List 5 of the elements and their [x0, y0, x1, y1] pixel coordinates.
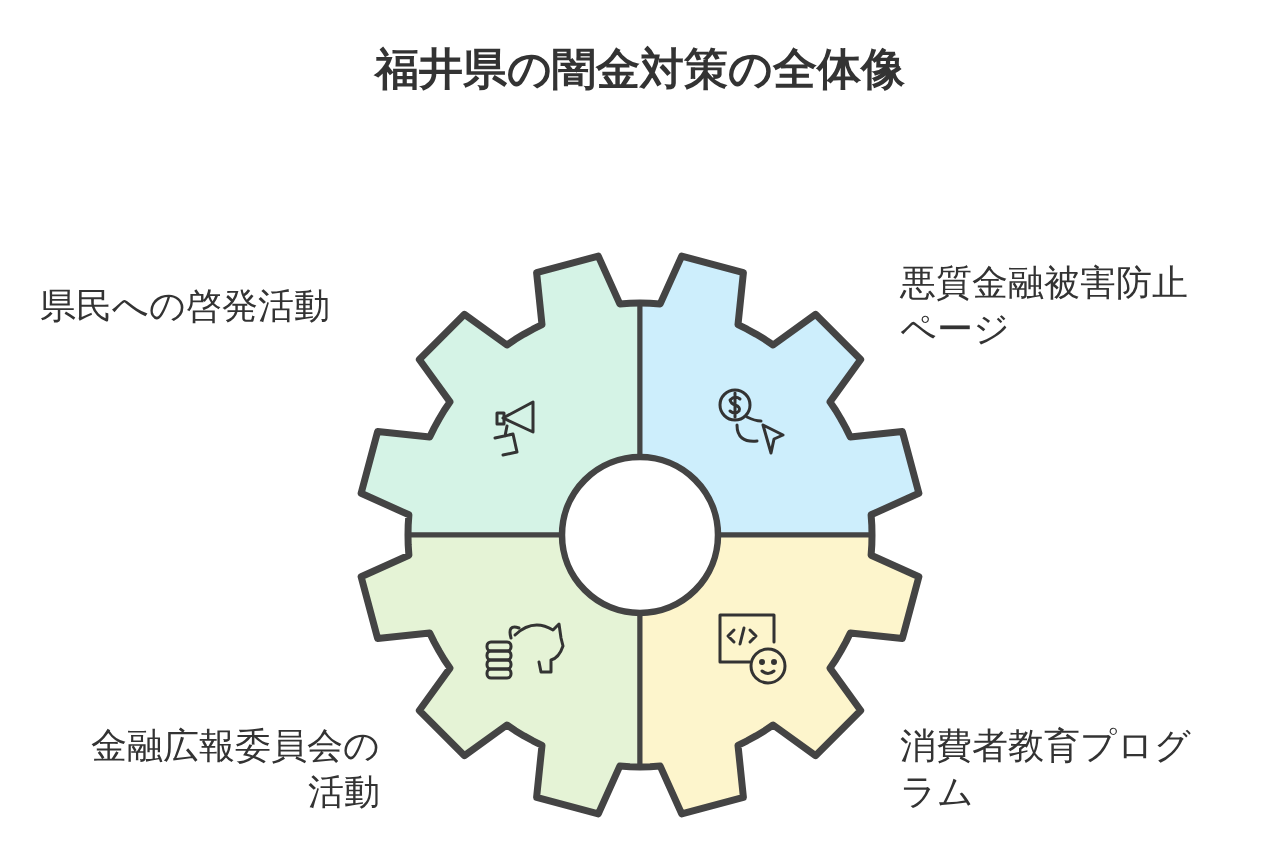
title: 福井県の闇金対策の全体像	[373, 42, 906, 96]
segment-label: 悪質金融被害防止ページ	[900, 261, 1189, 351]
segment-label: 消費者教育プログラム	[900, 724, 1192, 814]
segment-label: 県民への啓発活動	[40, 284, 331, 328]
segment-label: 金融広報委員会の活動	[90, 724, 380, 814]
